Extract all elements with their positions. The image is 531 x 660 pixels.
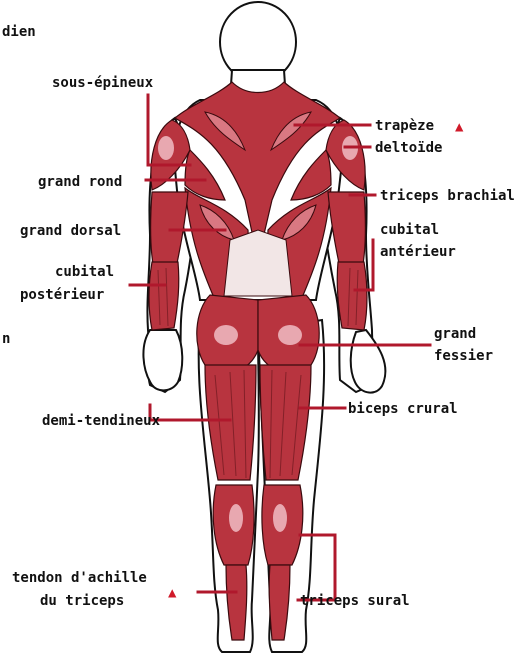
left-glute-shine (214, 325, 238, 345)
label-tendon-achille-2: du triceps (40, 593, 124, 609)
left-forearm (149, 262, 179, 330)
lumbar-fascia (224, 230, 292, 296)
cut-label-mid: n (2, 331, 10, 347)
label-grand-rond: grand rond (38, 174, 122, 190)
label-biceps-crural: biceps crural (348, 401, 458, 417)
human-back-figure (143, 2, 385, 652)
label-sous-epineux: sous-épineux (52, 75, 154, 91)
label-tendon-achille-1: tendon d'achille (12, 570, 147, 586)
left-hand (143, 330, 182, 390)
label-grand-fessier-2: fessier (434, 348, 493, 364)
label-cubital-posterieur-2: postérieur (20, 287, 104, 303)
left-deltoid-shine (158, 136, 174, 160)
achille-marker-icon: ▲ (168, 585, 177, 601)
cut-label-top: dien (2, 24, 36, 40)
label-triceps-sural: triceps sural (300, 593, 410, 609)
right-forearm (337, 262, 367, 330)
trapeze-marker-icon: ▲ (455, 119, 464, 135)
label-cubital-anterieur-2: antérieur (380, 244, 456, 260)
label-grand-fessier-1: grand (434, 326, 476, 342)
label-triceps-brachial: triceps brachial (380, 188, 515, 204)
right-hand (351, 330, 386, 393)
label-cubital-posterieur-1: cubital (55, 264, 114, 280)
label-deltoide: deltoïde (375, 140, 442, 156)
left-calf-shine (229, 504, 243, 532)
label-cubital-anterieur-1: cubital (380, 222, 439, 238)
right-calf-shine (273, 504, 287, 532)
label-trapeze: trapèze (375, 118, 434, 134)
right-glute-shine (278, 325, 302, 345)
label-grand-dorsal: grand dorsal (20, 223, 121, 239)
label-demi-tendineux: demi-tendineux (42, 413, 161, 429)
